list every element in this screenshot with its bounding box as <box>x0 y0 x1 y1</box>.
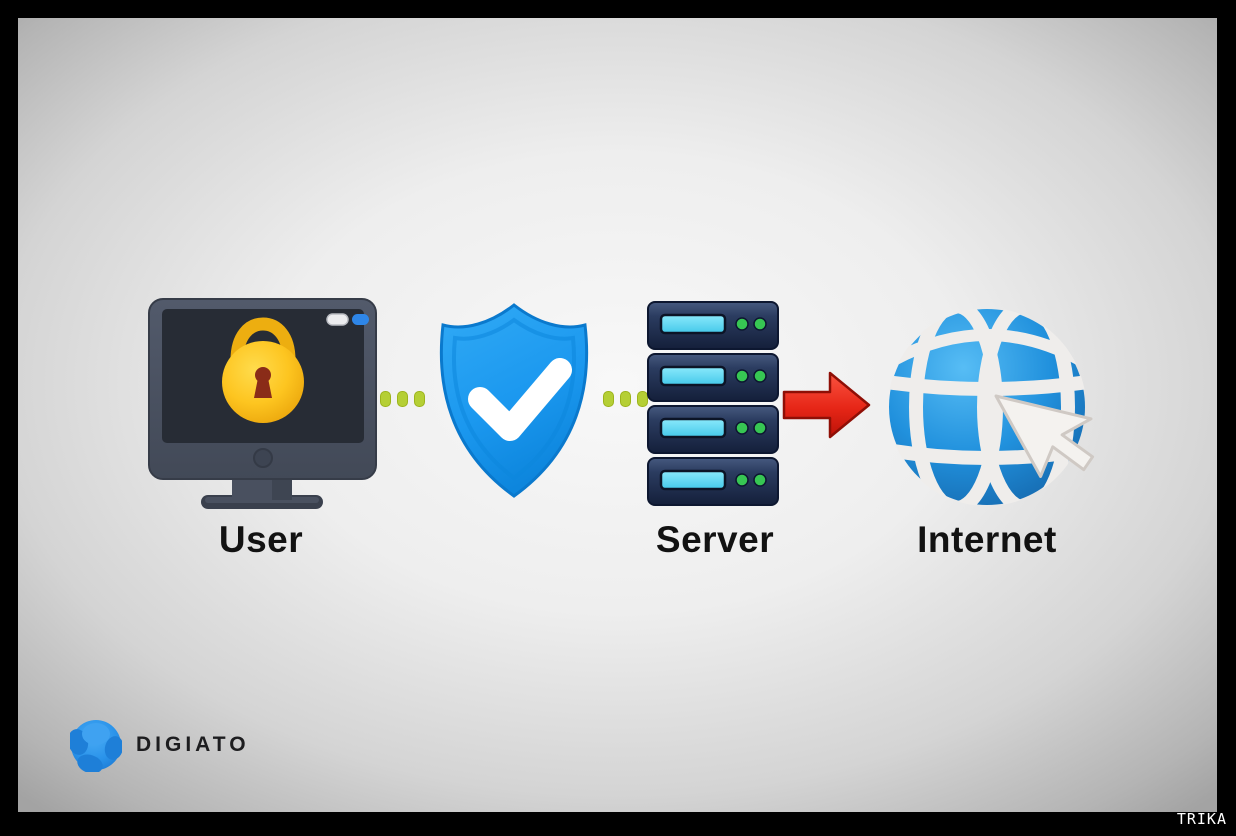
monitor-lock-icon <box>148 298 377 509</box>
cursor-icon <box>994 394 1095 478</box>
connector-dot <box>637 391 648 407</box>
watermark-text: TRIKA <box>1176 810 1227 828</box>
illustration-canvas: User <box>18 18 1217 812</box>
server-label: Server <box>655 519 775 560</box>
server-unit <box>647 353 779 402</box>
logo-text: DIGIATO <box>136 733 250 756</box>
server-unit <box>647 457 779 506</box>
connector-dot <box>620 391 631 407</box>
server-unit <box>647 301 779 350</box>
internet-label: Internet <box>917 519 1057 560</box>
connector-dot <box>414 391 425 407</box>
globe-cursor-icon <box>888 308 1095 506</box>
server-unit <box>647 405 779 454</box>
window-action-pill <box>352 314 369 325</box>
padlock-keyhole <box>254 378 272 398</box>
dotted-connector-right <box>603 391 648 407</box>
checkmark <box>468 358 572 441</box>
shield-check-icon <box>439 303 589 498</box>
user-label: User <box>218 519 304 560</box>
logo-ball-icon <box>70 720 122 772</box>
dotted-connector-left <box>380 391 425 407</box>
server-rack-icon <box>647 301 779 506</box>
arrow-right-icon <box>782 371 871 439</box>
connector-dot <box>603 391 614 407</box>
window-minimize-pill <box>326 313 349 326</box>
padlock-shackle <box>230 317 296 367</box>
logo: DIGIATO <box>70 718 250 772</box>
connector-dot <box>380 391 391 407</box>
connector-dot <box>397 391 408 407</box>
